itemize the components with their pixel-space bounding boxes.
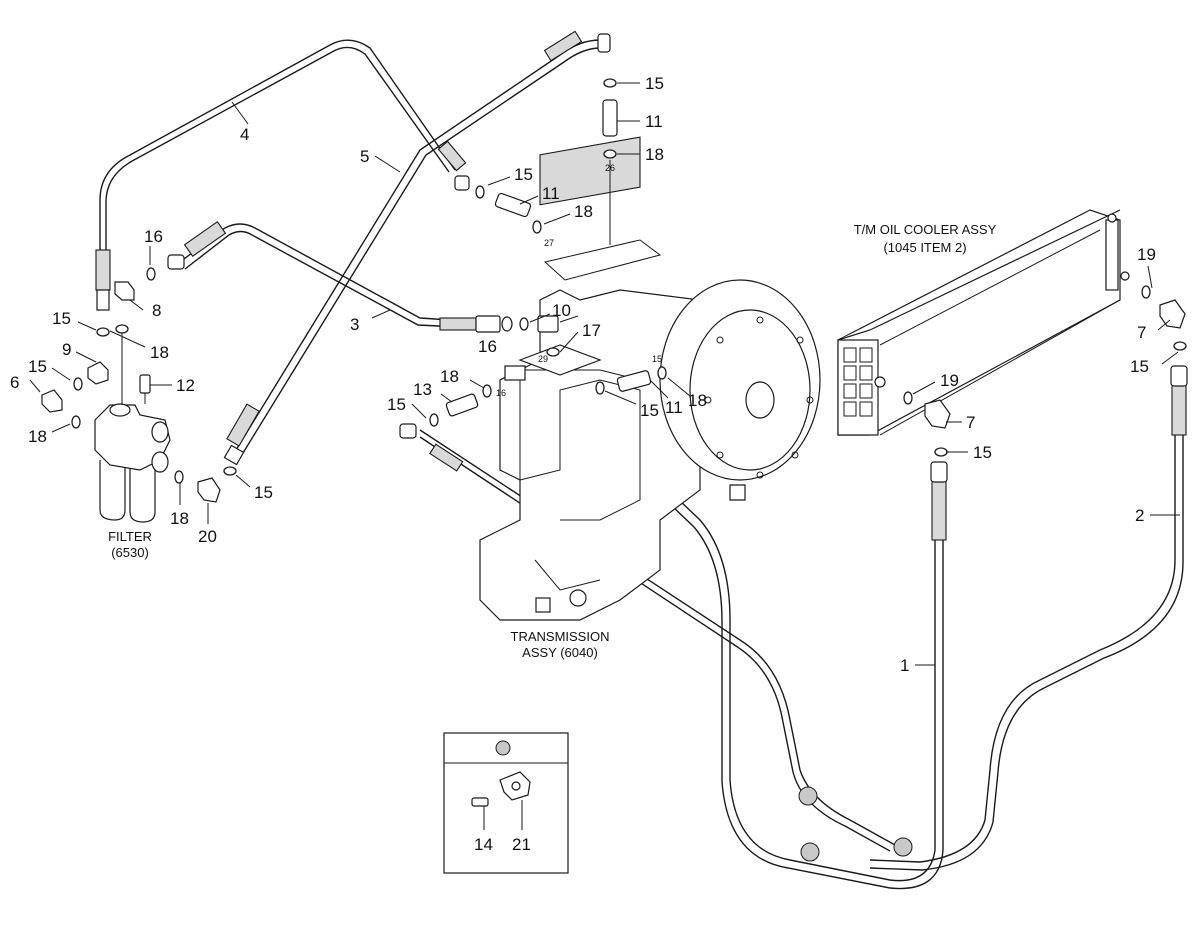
callout-19: 19: [1137, 245, 1156, 264]
cooler-caption: T/M OIL COOLER ASSY: [854, 222, 997, 237]
leader-lines: [29, 82, 1180, 666]
clamp-dot: [798, 786, 818, 806]
cooler-caption-item: (1045 ITEM 2): [883, 240, 966, 255]
callout-15: 15: [1130, 357, 1149, 376]
callout-18: 18: [440, 367, 459, 386]
callout-17: 17: [582, 321, 601, 340]
transmission-caption: TRANSMISSION: [511, 629, 610, 644]
callout-18: 18: [688, 391, 707, 410]
callout-7: 7: [1137, 323, 1146, 342]
callout-5: 5: [360, 147, 369, 166]
callout-21: 21: [512, 835, 531, 854]
filter-caption: FILTER: [108, 529, 152, 544]
callout-18: 18: [574, 202, 593, 221]
small-label-27: 27: [544, 238, 554, 248]
callout-18: 18: [170, 509, 189, 528]
callout-15: 15: [28, 357, 47, 376]
callout-15: 15: [52, 309, 71, 328]
callout-11: 11: [665, 398, 683, 417]
callout-13: 13: [413, 380, 432, 399]
filter-fittings: [41, 281, 221, 503]
captions: T/M OIL COOLER ASSY (1045 ITEM 2) FILTER…: [108, 222, 997, 660]
hose-3: [167, 221, 513, 333]
callout-numbers: 15 11 18 15 11 18 4 5 3 16 8 15 18 9 15 …: [10, 74, 1156, 854]
callout-6: 6: [10, 373, 19, 392]
callout-7: 7: [966, 413, 975, 432]
hose-5: [223, 30, 611, 466]
callout-15: 15: [514, 165, 533, 184]
callout-11: 11: [542, 184, 560, 203]
cooler-fittings: [924, 299, 1186, 429]
transmission-caption-item: ASSY (6040): [522, 645, 598, 660]
small-label-16: 16: [496, 388, 506, 398]
small-label-26: 26: [605, 163, 615, 173]
callout-15: 15: [640, 401, 659, 420]
hose-2: [869, 365, 1188, 871]
clamp-detail-inset: [443, 732, 569, 874]
callout-16: 16: [144, 227, 163, 246]
hose-1: [930, 461, 948, 541]
callout-18: 18: [645, 145, 664, 164]
callout-15: 15: [973, 443, 992, 462]
callout-15: 15: [645, 74, 664, 93]
filter-assembly: [94, 332, 171, 523]
callout-18: 18: [150, 343, 169, 362]
callout-19: 19: [940, 371, 959, 390]
valve-fittings: [437, 99, 652, 417]
clamp-dot: [893, 837, 913, 857]
callout-9: 9: [62, 340, 71, 359]
callout-2: 2: [1135, 506, 1144, 525]
small-labels: 26 27 29 15 16: [496, 163, 662, 398]
small-label-29: 29: [538, 354, 548, 364]
hose-4: [95, 39, 456, 311]
small-label-15: 15: [652, 354, 662, 364]
callout-8: 8: [152, 301, 161, 320]
callout-1: 1: [900, 656, 909, 675]
oil-cooler-assembly: [837, 209, 1130, 436]
callout-10: 10: [552, 301, 571, 320]
callout-3: 3: [350, 315, 359, 334]
clamp-dot: [800, 842, 820, 862]
callout-15: 15: [387, 395, 406, 414]
callout-18: 18: [28, 427, 47, 446]
o-rings: [71, 78, 1187, 484]
hose-long-center: [399, 423, 896, 852]
callout-14: 14: [474, 835, 493, 854]
callout-20: 20: [198, 527, 217, 546]
callout-16: 16: [478, 337, 497, 356]
callout-11: 11: [645, 112, 663, 131]
callout-12: 12: [176, 376, 195, 395]
callout-4: 4: [240, 125, 249, 144]
callout-15: 15: [254, 483, 273, 502]
filter-caption-item: (6530): [111, 545, 149, 560]
